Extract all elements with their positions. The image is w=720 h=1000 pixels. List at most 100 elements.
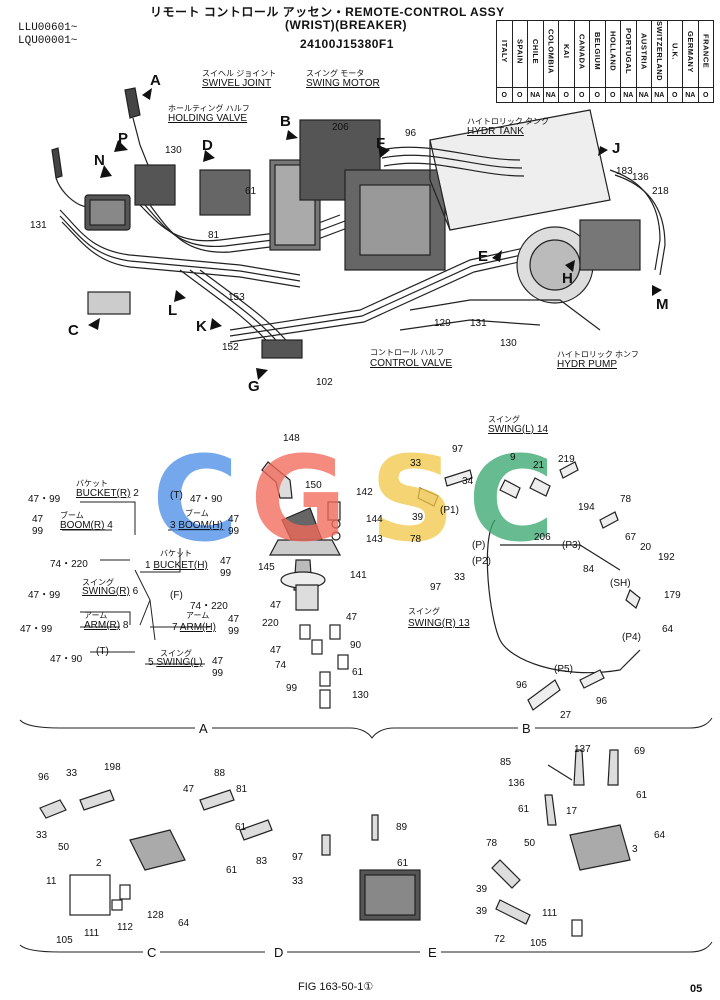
part-number-label: 219 — [558, 454, 575, 465]
mark-portugal: NA — [620, 87, 637, 103]
schematic-left-val: 47・99 — [20, 624, 53, 635]
part-number-label: 137 — [574, 744, 591, 755]
part-number-label: 39 — [476, 884, 488, 895]
part-number-label: 105 — [530, 938, 547, 949]
part-number-label: 50 — [524, 838, 536, 849]
mark-austria: NA — [635, 87, 652, 103]
jp-boom: ブーム — [60, 511, 84, 520]
holding-valve-label: HOLDING VALVE — [168, 113, 248, 124]
callout-e: E — [478, 248, 489, 265]
part-number-label: 97 — [292, 852, 304, 863]
part-number-label: 128 — [147, 910, 164, 921]
callout-g: G — [248, 378, 260, 395]
page-number: 05 — [690, 983, 703, 995]
page-subtitle: (WRIST)(BREAKER) — [285, 18, 407, 32]
page-title: リモート コントロール アッセン・REMOTE-CONTROL ASSY — [150, 5, 505, 19]
part-number-label: 84 — [583, 564, 595, 575]
section-e-label: E — [424, 945, 441, 960]
callout-d: D — [202, 137, 213, 154]
part-number-label: 61 — [518, 804, 530, 815]
part-number-label: 142 — [356, 487, 373, 498]
country-table: ITALY SPAIN CHILE COLOMBIA KAI CANADA BE… — [496, 20, 714, 103]
part-number-label: 218 — [652, 186, 669, 197]
watermark-letter-s: S — [370, 430, 455, 568]
control-valve-jp: コントロール ハルフ — [370, 348, 445, 357]
swivel-joint-label: SWIVEL JOINT — [202, 78, 272, 89]
part-number-label: 130 — [352, 690, 369, 701]
hydr-pump-jp: ハイトロリック ホンフ — [557, 350, 639, 359]
part-number-label: 33 — [36, 830, 48, 841]
part-number-label: 99 — [286, 683, 298, 694]
part-number-label: 27 — [560, 710, 572, 721]
jp-bucket: バケット — [160, 549, 192, 558]
schematic-left-val: 47 99 — [32, 514, 44, 537]
part-number-label: 198 — [104, 762, 121, 773]
part-number-label: 61 — [226, 865, 238, 876]
part-number-label: 61 — [245, 186, 257, 197]
part-number-label: 11 — [46, 876, 57, 887]
part-number-label: 152 — [222, 342, 239, 353]
part-number-label: 39 — [476, 906, 488, 917]
part-number-label: 192 — [658, 552, 675, 563]
part-number-label: 194 — [578, 502, 595, 513]
part-number-label: 83 — [256, 856, 268, 867]
part-number-label: 206 — [534, 532, 551, 543]
part-number-label: 64 — [654, 830, 666, 841]
part-number-label: 61 — [235, 822, 247, 833]
port-p2: (P2) — [472, 556, 491, 567]
port-p5: (P5) — [554, 664, 573, 675]
part-number-label: 47 — [270, 600, 282, 611]
part-number-label: 33 — [454, 572, 466, 583]
part-number-label: 50 — [58, 842, 70, 853]
jp-swing: スイング — [408, 607, 440, 616]
part-number-label: 69 — [634, 746, 646, 757]
figure-number: FIG 163-50-1① — [298, 981, 374, 993]
serial-range-2: LQU00001~ — [18, 35, 78, 47]
part-number-label: 141 — [350, 570, 367, 581]
schematic-right-val: 47 99 — [228, 614, 240, 637]
part-number-label: 67 — [625, 532, 637, 543]
part-number-label: 9 — [510, 452, 516, 463]
part-number: 24100J15380F1 — [300, 37, 394, 51]
jp-swing: スイング — [82, 578, 114, 587]
part-number-label: 183 — [616, 166, 633, 177]
schematic-boom-r: BOOM(R) 4 — [60, 520, 113, 531]
schematic-mid-val: 47・90 — [190, 494, 223, 505]
part-number-label: 33 — [410, 458, 422, 469]
mark-france: O — [697, 87, 714, 103]
mark-chile: NA — [527, 87, 544, 103]
section-b-label: B — [518, 721, 535, 736]
part-number-label: 17 — [566, 806, 578, 817]
part-number-label: 39 — [412, 512, 424, 523]
port-sh: (SH) — [610, 578, 631, 589]
callout-f: F — [376, 135, 386, 152]
part-number-label: 153 — [228, 292, 245, 303]
schematic-right-val: 47 99 — [220, 556, 232, 579]
part-number-label: 150 — [305, 480, 322, 491]
part-number-label: 33 — [292, 876, 304, 887]
schematic-left-val: 74・220 — [50, 559, 88, 570]
part-number-label: 47 — [270, 645, 282, 656]
watermark-letter-c1: C — [152, 430, 239, 568]
part-number-label: 89 — [396, 822, 408, 833]
part-number-label: 97 — [430, 582, 442, 593]
callout-b: B — [280, 113, 291, 130]
part-number-label: 3 — [632, 844, 638, 855]
watermark-letter-c2: C — [468, 430, 555, 568]
part-number-label: 96 — [596, 696, 608, 707]
callout-l: L — [168, 302, 178, 319]
part-number-label: 206 — [332, 122, 349, 133]
part-number-label: 47 — [183, 784, 195, 795]
jp-swing: スイング — [160, 649, 192, 658]
part-number-label: 78 — [486, 838, 498, 849]
part-number-label: 64 — [178, 918, 190, 929]
part-number-label: 145 — [258, 562, 275, 573]
part-number-label: 144 — [366, 514, 383, 525]
part-number-label: 2 — [96, 858, 102, 869]
jp-arm: アーム — [84, 611, 108, 620]
swing-l-label: SWING(L) 14 — [488, 424, 549, 435]
section-a-label: A — [195, 721, 212, 736]
part-number-label: 112 — [117, 922, 133, 933]
port-p: (P) — [472, 540, 486, 551]
swing-motor-label: SWING MOTOR — [306, 78, 380, 89]
